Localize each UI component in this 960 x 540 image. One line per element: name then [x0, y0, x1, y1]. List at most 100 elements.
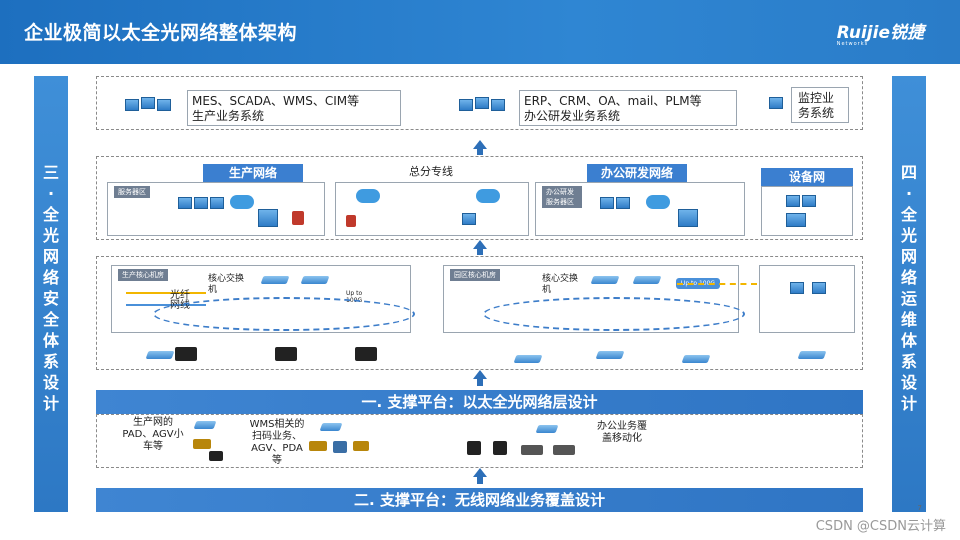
up-arrow-icon [473, 240, 487, 249]
server-icon [802, 195, 816, 207]
right-bar-char: 光 [900, 226, 917, 245]
up-arrow-icon [473, 370, 487, 379]
left-bar-char: 全 [42, 205, 59, 224]
monitor-apps-line1: 监控业 [798, 91, 835, 105]
security-system-bar: 三 · 全 光 网 络 安 全 体 系 设 计 [34, 76, 68, 512]
scanner-icon [333, 441, 347, 453]
router-icon [462, 213, 476, 225]
server-icon [600, 197, 614, 209]
leased-line-label: 总分专线 [409, 165, 453, 178]
office-apps-line1: ERP、CRM、OA、mail、PLM等 [524, 94, 702, 108]
left-bar-char: 系 [42, 352, 59, 371]
agv-icon [193, 439, 211, 449]
server-icon [786, 195, 800, 207]
left-bar-char: 全 [42, 310, 59, 329]
fiber-legend-line [126, 292, 206, 294]
watermark: CSDN @CSDN云计算 [815, 519, 946, 534]
core-switch-icon [300, 276, 330, 284]
monitor-apps-line2: 务系统 [798, 106, 835, 120]
terminal-device-icon [355, 347, 377, 361]
terminal-device-icon [275, 347, 297, 361]
rack-icon [258, 209, 278, 227]
ring-ellipse [153, 297, 415, 331]
right-bar-char: · [905, 184, 913, 203]
wireless-layer: 生产网的PAD、AGV小车等 WMS相关的扫码业务、AGV、PDA等 办公业务覆… [96, 414, 863, 468]
server-icon [125, 99, 139, 111]
right-bar-char: 运 [900, 289, 917, 308]
park-core-room-label: 园区核心机房 [450, 269, 500, 281]
network-legend-line [126, 304, 206, 306]
right-bar-char: 维 [900, 310, 917, 329]
cloud-icon [356, 189, 380, 203]
desktop-icon [493, 441, 507, 455]
access-switch-icon [513, 355, 543, 363]
right-bar-char: 全 [900, 205, 917, 224]
up-arrow-stem [477, 148, 483, 155]
prod-server-box: 服务器区 [107, 182, 325, 236]
core-network-layer: 生产核心机房 核心交换机 光纤 网线 Up to 100G 园区核心机房 核心交… [96, 256, 863, 370]
monitor-apps-box: 监控业 务系统 [791, 87, 849, 123]
fiber-legend-label: 光纤 [170, 290, 190, 301]
server-area-label: 服务器区 [114, 186, 150, 198]
desktop-icon [467, 441, 481, 455]
access-switch-icon [797, 351, 827, 359]
cloud-icon [230, 195, 254, 209]
ap-icon [535, 425, 559, 433]
leased-line-box [335, 182, 529, 236]
platform-wireless-coverage: 二. 支撑平台：无线网络业务覆盖设计 [96, 488, 863, 512]
office-server-box: 办公研发服务器区 [535, 182, 745, 236]
left-bar-char: 设 [42, 373, 59, 392]
access-switch-icon [145, 351, 175, 359]
wireless-text-wms: WMS相关的扫码业务、AGV、PDA等 [249, 419, 305, 466]
rack-icon [786, 213, 806, 227]
firewall-icon [346, 215, 356, 227]
right-bar-char: 体 [900, 331, 917, 350]
office-apps-line2: 办公研发业务系统 [524, 109, 621, 123]
up-arrow-stem [477, 476, 483, 484]
prod-core-room-label: 生产核心机房 [118, 269, 168, 281]
left-bar-char: 计 [42, 394, 59, 413]
tag-device-network: 设备网 [761, 168, 853, 186]
switch-icon [812, 282, 826, 294]
up-arrow-stem [477, 378, 483, 386]
server-icon [157, 99, 171, 111]
server-icon [491, 99, 505, 111]
core-switch-icon [632, 276, 662, 284]
left-bar-char: 网 [42, 247, 59, 266]
datacenter-layer: 生产网络 服务器区 总分专线 办公研发网络 办公研发服务器区 设备网 [96, 156, 863, 240]
tag-production-network: 生产网络 [203, 164, 303, 182]
rack-icon [678, 209, 698, 227]
core-switch-label-2: 核心交换机 [542, 274, 579, 295]
server-icon [616, 197, 630, 209]
server-icon [769, 97, 783, 109]
up-arrow-stem [477, 248, 483, 255]
brand-logo-text: Ruijie锐捷 [836, 23, 924, 43]
prod-apps-line2: 生产业务系统 [192, 109, 265, 123]
server-icon [459, 99, 473, 111]
left-bar-char: · [47, 184, 55, 203]
up-arrow-icon [473, 140, 487, 149]
agv-icon [309, 441, 327, 451]
laptop-icon [521, 445, 543, 455]
left-bar-char: 络 [42, 268, 59, 287]
office-server-area-label: 办公研发服务器区 [542, 186, 582, 208]
agv-icon [353, 441, 369, 451]
laptop-icon [553, 445, 575, 455]
ap-icon [319, 423, 343, 431]
access-switch-icon [681, 355, 711, 363]
brand-logo-sub: Networks [836, 41, 869, 47]
application-layer: MES、SCADA、WMS、CIM等 生产业务系统 ERP、CRM、OA、mai… [96, 76, 863, 130]
core-switch-icon [590, 276, 620, 284]
access-switch-icon [595, 351, 625, 359]
wireless-text-prod: 生产网的PAD、AGV小车等 [122, 417, 184, 452]
right-bar-char: 络 [900, 268, 917, 287]
server-icon [178, 197, 192, 209]
right-bar-char: 网 [900, 247, 917, 266]
right-bar-char: 四 [900, 163, 917, 182]
device-net-box [761, 186, 853, 236]
left-bar-char: 安 [42, 289, 59, 308]
right-bar-char: 计 [900, 394, 917, 413]
terminal-device-icon [175, 347, 197, 361]
cloud-icon [646, 195, 670, 209]
prod-apps-line1: MES、SCADA、WMS、CIM等 [192, 94, 360, 108]
